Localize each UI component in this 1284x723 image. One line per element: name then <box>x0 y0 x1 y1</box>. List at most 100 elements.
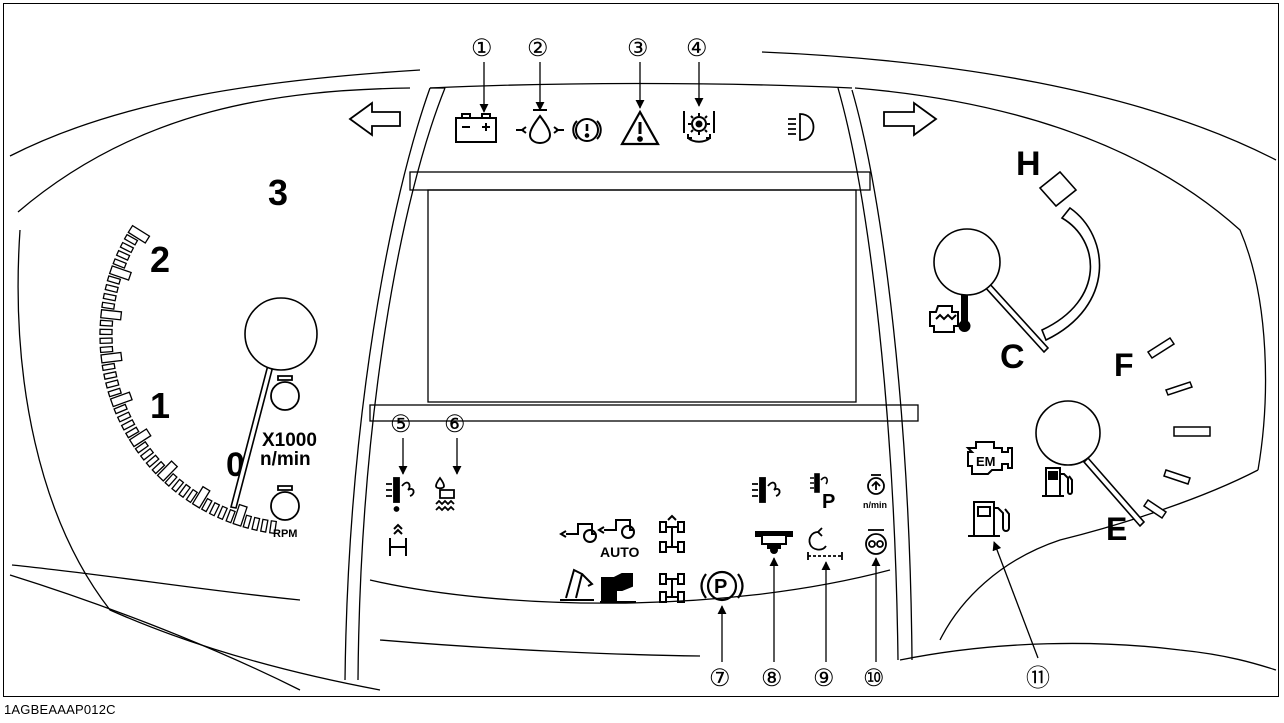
tach-tick <box>156 460 179 482</box>
tach-needle <box>230 297 318 509</box>
temp-cold-label: C <box>1000 338 1025 376</box>
engine-rpm-unit: n/min <box>863 500 887 510</box>
tach-tick <box>216 505 229 521</box>
figure-code: 1AGBEAAAP012C <box>4 702 116 717</box>
headlight-icon <box>788 113 815 141</box>
tach-tick <box>106 275 122 285</box>
temp-hot-zone <box>1038 170 1078 208</box>
tach-tick <box>104 283 119 294</box>
tach-engine-icon <box>270 375 300 411</box>
engine-rpm-up-icon <box>867 474 885 495</box>
figure-frame <box>3 3 1279 697</box>
master-warning-icon <box>620 109 660 146</box>
tach-unit: n/min <box>260 449 311 470</box>
tach-label-2: 2 <box>150 239 170 280</box>
tach-tick <box>259 518 269 533</box>
two-wheel-drive-icon <box>559 523 597 543</box>
panel-outline <box>9 51 1277 691</box>
temp-hot-label: H <box>1016 145 1041 183</box>
tach-tick <box>191 485 211 509</box>
tach-tick <box>232 503 248 527</box>
tach-tick <box>171 478 185 493</box>
tach-tick <box>116 411 132 423</box>
callout-2: ② <box>527 35 549 62</box>
fuel-pump-icon <box>1042 467 1073 497</box>
battery-charge-icon <box>455 113 497 143</box>
water-in-fuel-icon <box>435 476 455 512</box>
four-wheel-drive-icon <box>659 573 685 603</box>
tach-tick <box>107 387 122 398</box>
coolant-temperature-icon <box>929 295 971 333</box>
seat-switch-icon <box>389 523 407 556</box>
rpm-label: RPM <box>273 528 297 540</box>
differential-lock-icon <box>659 514 685 553</box>
temperature-gauge: H C <box>929 145 1101 376</box>
left-turn-arrow-icon <box>348 101 401 137</box>
tachometer-ticks <box>99 224 278 535</box>
auto-label: AUTO <box>600 544 640 560</box>
tach-tick <box>99 319 114 327</box>
tach-tick <box>99 337 113 345</box>
brake-warning-icon <box>572 118 602 142</box>
callout-1: ① <box>471 35 493 62</box>
tach-tick <box>185 488 199 504</box>
callout-leaders <box>398 62 1039 662</box>
tach-tick <box>123 233 139 246</box>
temp-needle <box>933 228 1050 354</box>
tach-tick <box>151 460 166 475</box>
rpm-icon <box>270 485 300 521</box>
callout-11: ⑪ <box>1026 665 1050 692</box>
dpf-parked-regeneration-icon <box>810 473 828 493</box>
hitch-icon <box>560 568 594 601</box>
tach-tick <box>127 224 151 244</box>
callout-numbers: ① ② ③ ④ ⑤ ⑥ ⑦ ⑧ ⑨ ⑩ ⑪ <box>390 35 1050 692</box>
callout-4: ④ <box>686 35 708 62</box>
callout-5: ⑤ <box>390 411 412 438</box>
tach-tick <box>99 328 113 336</box>
fuel-gauge: F E <box>1035 336 1211 547</box>
glow-plug-icon <box>865 529 887 555</box>
tach-tick <box>99 345 114 354</box>
tach-tick <box>164 472 178 487</box>
parking-brake-letter: P <box>714 576 727 598</box>
tach-multiplier: X1000 <box>262 430 317 451</box>
transmission-warning-icon <box>683 111 715 143</box>
engine-monitor-icon <box>965 441 1013 475</box>
tach-tick <box>113 403 128 415</box>
tach-tick <box>103 371 118 380</box>
low-fuel-icon <box>968 501 1010 537</box>
tach-tick <box>145 454 160 468</box>
dpf-regeneration-icon <box>386 477 415 512</box>
tachometer: 3 2 1 0 X1000 n/min RPM <box>99 172 318 540</box>
pto-icon <box>807 527 843 560</box>
callout-3: ③ <box>627 35 649 62</box>
tach-tick <box>251 516 261 532</box>
tach-tick <box>200 497 213 513</box>
fuel-full-label: F <box>1114 347 1134 383</box>
tach-tick <box>109 391 133 408</box>
tach-tick <box>102 292 117 302</box>
tach-tick <box>120 419 136 431</box>
callout-6: ⑥ <box>444 411 466 438</box>
fuel-ticks <box>1142 336 1211 520</box>
tach-tick <box>225 508 236 524</box>
fuel-empty-label: E <box>1106 511 1127 547</box>
callout-8: ⑧ <box>761 665 783 692</box>
tach-tick <box>100 309 123 321</box>
auto-four-wheel-drive-icon <box>597 519 635 539</box>
tach-tick <box>139 447 155 461</box>
tach-tick <box>112 258 128 269</box>
dpf-parked-letter: P <box>822 491 835 513</box>
tach-tick <box>128 428 152 448</box>
tach-label-1: 1 <box>150 385 170 426</box>
engine-oil-pressure-icon <box>516 109 564 145</box>
tach-tick <box>268 520 278 535</box>
tach-tick <box>208 501 221 517</box>
callout-10: ⑩ <box>863 665 885 692</box>
engine-monitor-label: EM <box>976 454 996 469</box>
tach-tick <box>134 440 150 454</box>
fuel-filter-icon <box>755 531 793 554</box>
tach-tick <box>119 241 135 254</box>
